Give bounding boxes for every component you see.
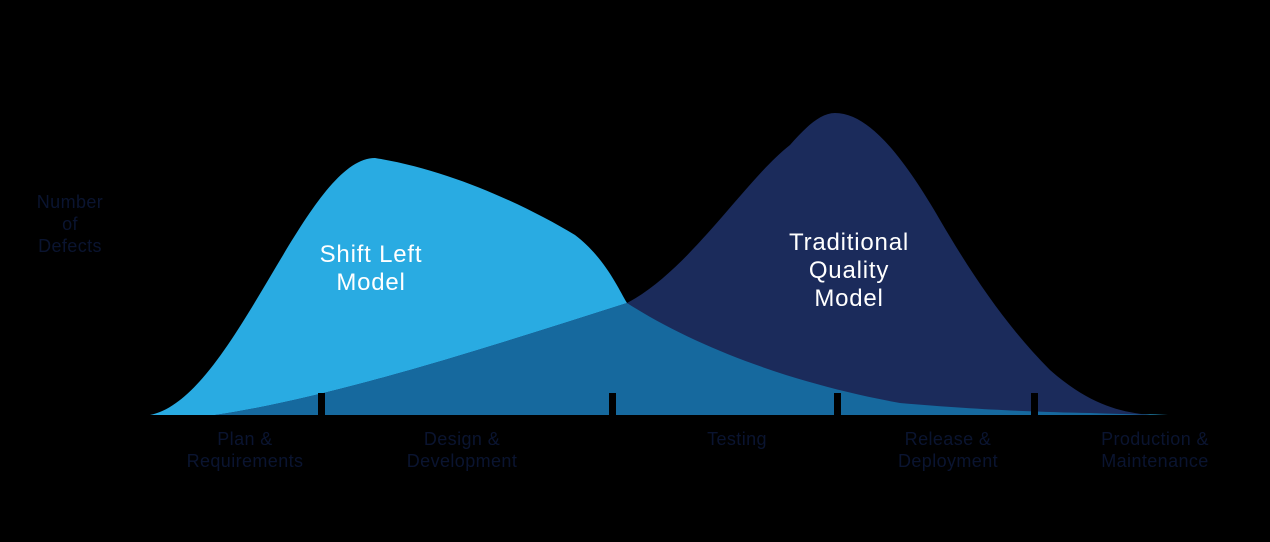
shift-left-curve-area — [150, 158, 1168, 415]
axis-tick — [834, 393, 841, 420]
traditional-curve-area — [215, 113, 1150, 415]
axis-tick — [318, 393, 325, 420]
axis-tick — [1031, 393, 1038, 420]
curves-overlap-area — [215, 303, 1150, 415]
axis-tick — [609, 393, 616, 420]
